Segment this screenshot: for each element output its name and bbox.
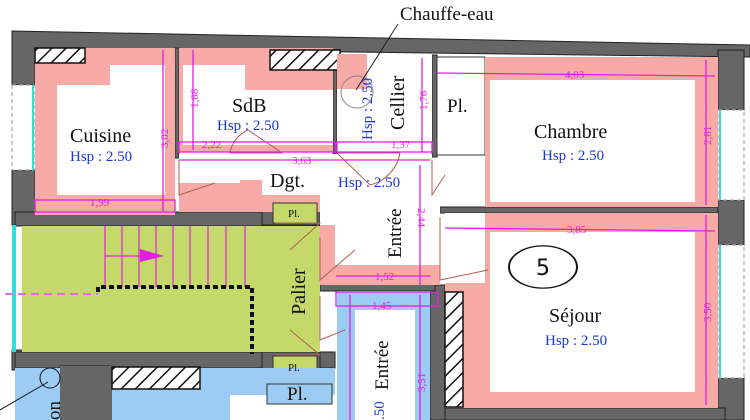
callout-chauffe-eau: Chauffe-eau (400, 4, 494, 25)
dim-entree-lower-width: 1,45 (372, 300, 392, 312)
dim-sejour-width: 3,85 (567, 224, 587, 236)
dim-sdb-height: 1,88 (189, 88, 201, 108)
label-palier-pl-bottom: Pl. (288, 362, 300, 374)
unit-number-circle (508, 245, 578, 289)
dim-entree-lower-height: 3,51 (416, 373, 428, 392)
height-sdb: Hsp : 2.50 (217, 118, 279, 134)
window-chambre (717, 109, 745, 201)
room-chambre (485, 57, 718, 207)
room-cuisine (34, 47, 175, 215)
height-entree-lower-partial: .50 (372, 401, 388, 420)
dim-cellier-width: 1,37 (391, 139, 411, 151)
height-cuisine: Hsp : 2.50 (70, 149, 132, 165)
label-chambre: Chambre (534, 121, 607, 143)
height-sejour: Hsp : 2.50 (545, 333, 607, 349)
dim-sejour-height: 3,50 (702, 302, 714, 322)
window-sejour (717, 244, 745, 379)
unit-number: 5 (536, 256, 550, 281)
room-sejour (444, 213, 718, 408)
height-cellier: Hsp : 2.50 (360, 78, 376, 140)
dim-cuisine-width: 1,99 (90, 197, 110, 209)
window-cuisine (11, 84, 35, 171)
height-degagement: Hsp : 2.50 (338, 175, 400, 191)
doors (178, 129, 489, 356)
room-cellier (337, 23, 432, 152)
label-sdb: SdB (232, 95, 266, 117)
label-palier-pl-top: Pl. (288, 208, 300, 220)
water-heater-icon (340, 75, 374, 109)
dim-entree-upper-height: 2,44 (415, 208, 427, 228)
height-chambre: Hsp : 2.50 (542, 148, 604, 164)
dimension-lines (34, 50, 716, 420)
label-placard-top: Pl. (447, 96, 468, 117)
dim-cellier-height: 1,76 (418, 90, 430, 110)
label-cuisine: Cuisine (70, 125, 131, 147)
label-entree-lower: Entrée (372, 340, 393, 390)
label-cellier: Cellier (387, 75, 409, 130)
stair-landing (5, 202, 320, 377)
dim-sdb-width: 2,22 (202, 139, 221, 151)
room-entree-lower (337, 291, 430, 420)
label-placard-bottom: Pl. (287, 384, 308, 405)
label-bottom-left-partial: on (44, 401, 65, 420)
dim-corridor-length: 3,63 (292, 155, 312, 167)
label-palier: Palier (288, 268, 310, 315)
label-degagement: Dgt. (270, 170, 305, 192)
dim-entree-upper-width: 1,52 (375, 271, 394, 283)
room-sdb (179, 48, 341, 152)
stair-direction-arrow-icon (140, 249, 164, 262)
label-entree-upper: Entrée (385, 208, 406, 258)
dim-cuisine-height: 3,02 (159, 129, 171, 148)
room-bottom-left (0, 366, 335, 420)
dim-chambre-width: 4,03 (565, 69, 585, 81)
dim-chambre-height: 2,81 (702, 126, 714, 145)
window-stair (12, 225, 16, 352)
label-sejour: Séjour (549, 305, 602, 327)
